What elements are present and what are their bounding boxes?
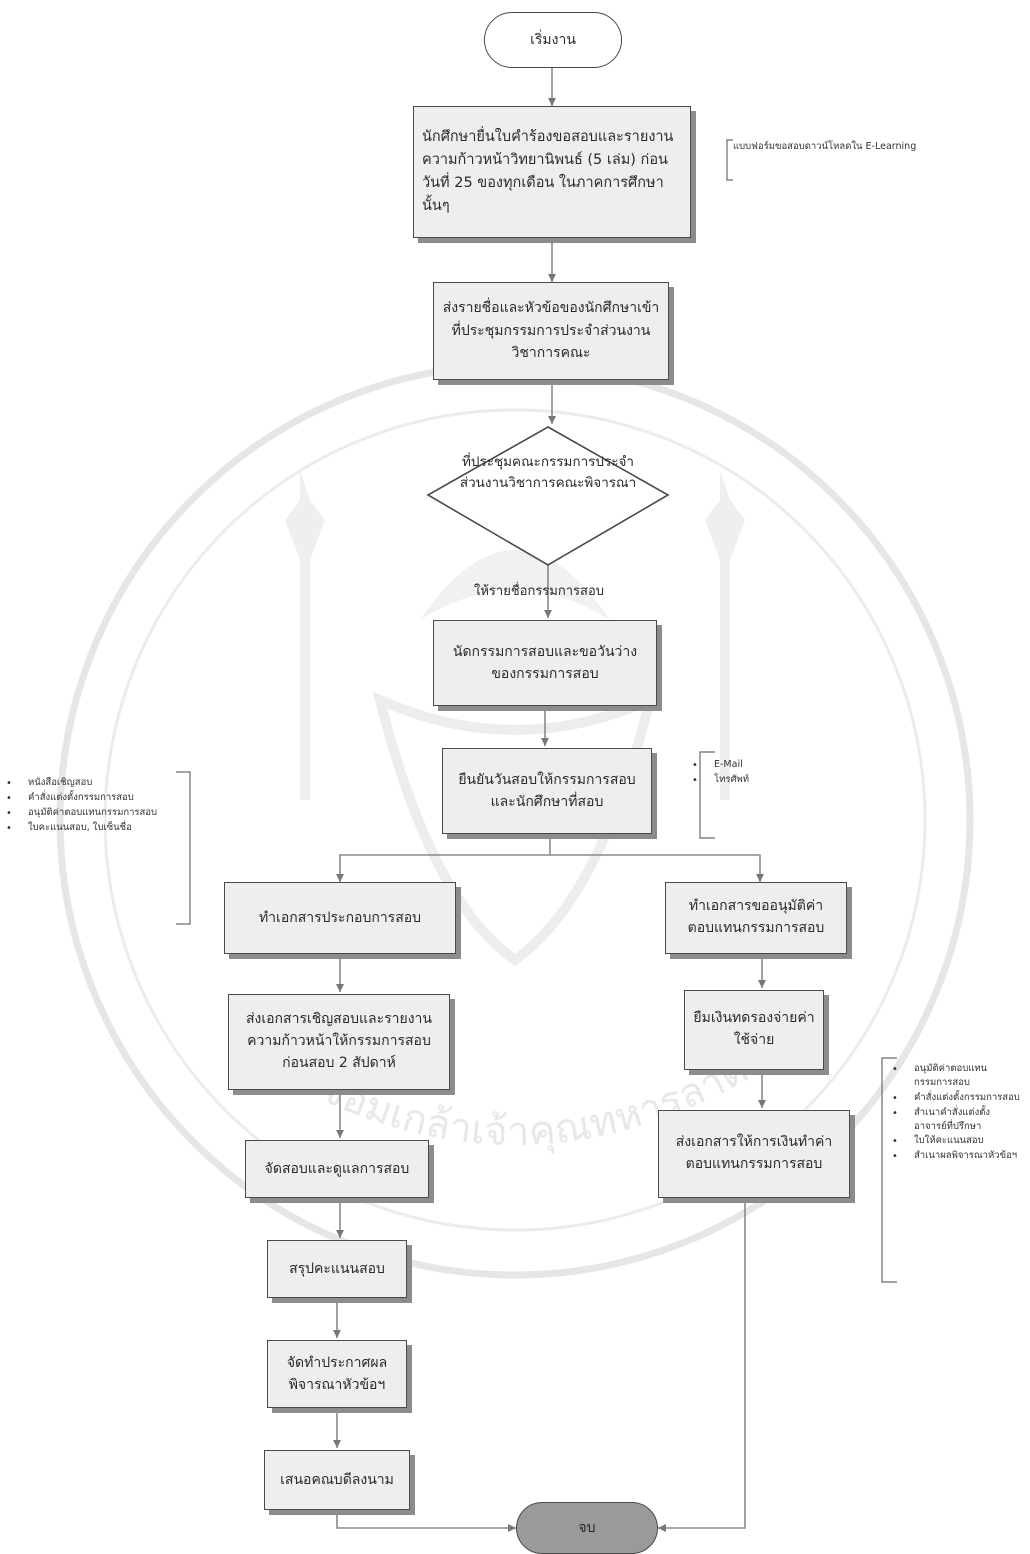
note-finance-item: •อนุมัติค่าตอบแทนกรรมการสอบ	[892, 1063, 988, 1089]
step-propose-dean: เสนอคณบดีลงนาม	[264, 1450, 410, 1510]
step-send-names: ส่งรายชื่อและหัวข้อของนักศึกษาเข้าที่ประ…	[433, 282, 669, 380]
step-schedule-text: นัดกรรมการสอบและขอวันว่างของกรรมการสอบ	[452, 643, 638, 682]
decision-text: ที่ประชุมคณะกรรมการประจำส่วนงานวิชาการคณ…	[459, 454, 637, 491]
step-finance: ส่งเอกสารให้การเงินทำค่าตอบแทนกรรมการสอบ	[658, 1110, 850, 1198]
step-summarize-text: สรุปคะแนนสอบ	[289, 1260, 385, 1277]
step-announce-text: จัดทำประกาศผลพิจารณาหัวข้อฯ	[286, 1354, 388, 1393]
step-send-docs: ส่งเอกสารเชิญสอบและรายงานความก้าวหน้าให้…	[228, 994, 450, 1090]
step-approval-docs: ทำเอกสารขออนุมัติค่าตอบแทนกรรมการสอบ	[665, 882, 847, 954]
note-confirm-item: •E-Mail	[692, 759, 743, 771]
decision-diamond	[426, 426, 670, 566]
arrow-finance-end	[658, 1198, 746, 1532]
start-terminal: เริ่มงาน	[484, 12, 622, 68]
step-prepare-text: ทำเอกสารประกอบการสอบ	[258, 909, 422, 926]
step-advance-payment: ยืมเงินทดรองจ่ายค่าใช้จ่าย	[684, 990, 824, 1070]
note-prepare-item: •คำสั่งแต่งตั้งกรรมการสอบ	[6, 792, 134, 804]
note-bracket-prepare	[176, 771, 191, 925]
step-finance-text: ส่งเอกสารให้การเงินทำค่าตอบแทนกรรมการสอบ	[675, 1134, 833, 1172]
step-approval-text: ทำเอกสารขออนุมัติค่าตอบแทนกรรมการสอบ	[687, 898, 825, 936]
note-prepare-item: •หนังสือเชิญสอบ	[6, 777, 93, 789]
arrow-confirm-approval	[550, 854, 764, 882]
note-prepare-docs: •หนังสือเชิญสอบ •คำสั่งแต่งตั้งกรรมการสอ…	[6, 776, 178, 836]
note-finance-docs: •อนุมัติค่าตอบแทนกรรมการสอบ •คำสั่งแต่งต…	[892, 1062, 1022, 1164]
note-confirm-item: •โทรศัพท์	[692, 774, 750, 786]
end-label: จบ	[578, 1520, 596, 1536]
note-bracket-finance	[881, 1057, 897, 1283]
step-schedule: นัดกรรมการสอบและขอวันว่างของกรรมการสอบ	[433, 620, 657, 706]
step-announce-results: จัดทำประกาศผลพิจารณาหัวข้อฯ	[267, 1340, 407, 1408]
start-label: เริ่มงาน	[530, 32, 576, 48]
note-prepare-item: •อนุมัติค่าตอบแทนกรรมการสอบ	[6, 807, 158, 819]
step-submit-text: นักศึกษายื่นใบคำร้องขอสอบและรายงานความก้…	[422, 128, 674, 215]
note-finance-item: •ใบให้คะแนนสอบ	[892, 1135, 984, 1147]
step-conduct-text: จัดสอบและดูแลการสอบ	[264, 1160, 410, 1177]
arrow-confirm-prepare	[336, 835, 551, 882]
step-confirm-date: ยืนยันวันสอบให้กรรมการสอบและนักศึกษาที่ส…	[442, 748, 652, 834]
step-send-names-text: ส่งรายชื่อและหัวข้อของนักศึกษาเข้าที่ประ…	[442, 300, 660, 362]
step-send-docs-text: ส่งเอกสารเชิญสอบและรายงานความก้าวหน้าให้…	[245, 1011, 432, 1071]
step-summarize-scores: สรุปคะแนนสอบ	[267, 1240, 407, 1298]
note-bracket-confirm	[699, 751, 715, 839]
note-elearning: แบบฟอร์มขอสอบดาวน์โหลดใน E-Learning	[733, 140, 923, 154]
end-terminal: จบ	[516, 1502, 658, 1554]
note-elearning-text: แบบฟอร์มขอสอบดาวน์โหลดใน E-Learning	[733, 141, 917, 152]
step-confirm-text: ยืนยันวันสอบให้กรรมการสอบและนักศึกษาที่ส…	[458, 771, 636, 810]
note-prepare-item: •ใบคะแนนสอบ, ใบเซ็นชื่อ	[6, 822, 132, 834]
step-submit-request: นักศึกษายื่นใบคำร้องขอสอบและรายงานความก้…	[413, 106, 691, 238]
note-bracket-elearning	[726, 139, 733, 181]
note-confirm-channels: •E-Mail •โทรศัพท์	[692, 758, 792, 788]
decision-yes-label: ให้รายชื่อกรรมการสอบ	[474, 584, 604, 599]
step-prepare-docs: ทำเอกสารประกอบการสอบ	[224, 882, 456, 954]
step-propose-text: เสนอคณบดีลงนาม	[280, 1471, 394, 1488]
arrow-propose-end	[336, 1510, 516, 1532]
note-finance-item: •สำเนาผลพิจารณาหัวข้อฯ	[892, 1150, 1018, 1162]
note-finance-item: •คำสั่งแต่งตั้งกรรมการสอบ	[892, 1091, 1020, 1104]
step-conduct-exam: จัดสอบและดูแลการสอบ	[245, 1140, 429, 1198]
note-finance-item: •สำเนาคำสั่งแต่งตั้งอาจารย์ที่ปรึกษา	[892, 1106, 991, 1132]
step-advance-text: ยืมเงินทดรองจ่ายค่าใช้จ่าย	[693, 1010, 815, 1048]
